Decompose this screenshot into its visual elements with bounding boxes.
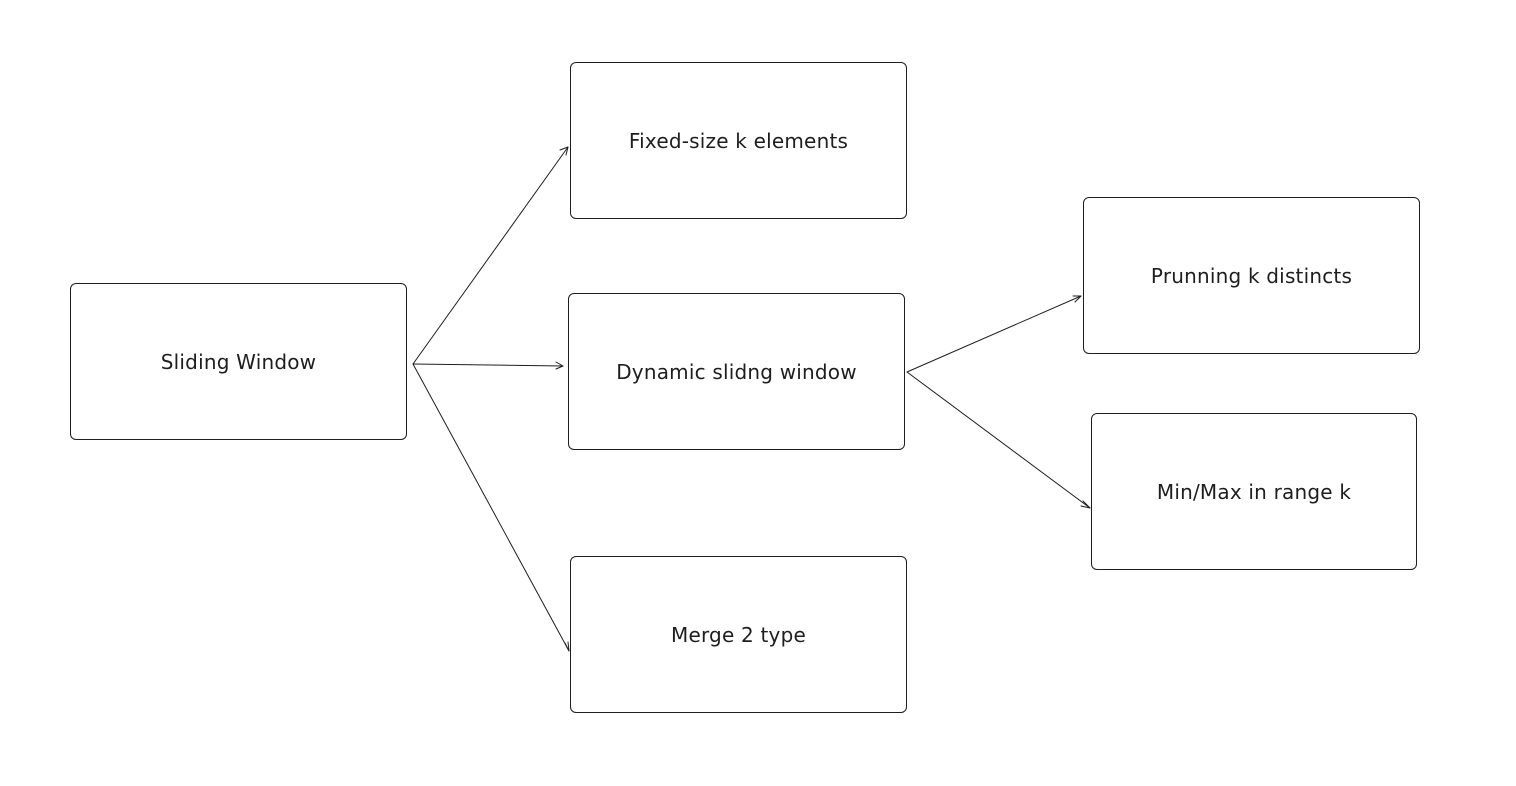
node-label: Merge 2 type xyxy=(671,622,806,647)
node-label: Prunning k distincts xyxy=(1150,263,1353,288)
edge-dynamic-prune xyxy=(906,295,1082,373)
node-prunning-k-distincts[interactable]: Prunning k distincts xyxy=(1083,197,1420,354)
node-label: Sliding Window xyxy=(160,349,317,374)
node-label: Fixed-size k elements xyxy=(628,128,849,153)
edge-root-dynamic xyxy=(412,361,564,370)
arrowhead-icon xyxy=(1080,500,1091,509)
node-label: Min/Max in range k xyxy=(1156,479,1352,504)
arrowhead-icon xyxy=(555,361,564,370)
arrow-line xyxy=(906,295,1082,373)
node-merge-2-type[interactable]: Merge 2 type xyxy=(570,556,907,713)
arrowhead-icon xyxy=(1072,295,1082,303)
arrow-line xyxy=(412,146,569,365)
node-dynamic-sliding-window[interactable]: Dynamic slidng window xyxy=(568,293,905,450)
arrowhead-icon xyxy=(559,146,569,156)
arrowhead-icon xyxy=(564,641,570,652)
node-label: Dynamic slidng window xyxy=(616,359,857,384)
edge-root-fixed xyxy=(412,146,569,365)
node-sliding-window[interactable]: Sliding Window xyxy=(70,283,407,440)
arrow-line xyxy=(906,371,1091,509)
arrow-line xyxy=(412,363,564,367)
node-fixed-size[interactable]: Fixed-size k elements xyxy=(570,62,907,219)
node-min-max-range[interactable]: Min/Max in range k xyxy=(1091,413,1417,570)
edge-root-merge xyxy=(412,363,570,652)
arrow-line xyxy=(412,363,570,652)
edge-dynamic-minmax xyxy=(906,371,1091,509)
